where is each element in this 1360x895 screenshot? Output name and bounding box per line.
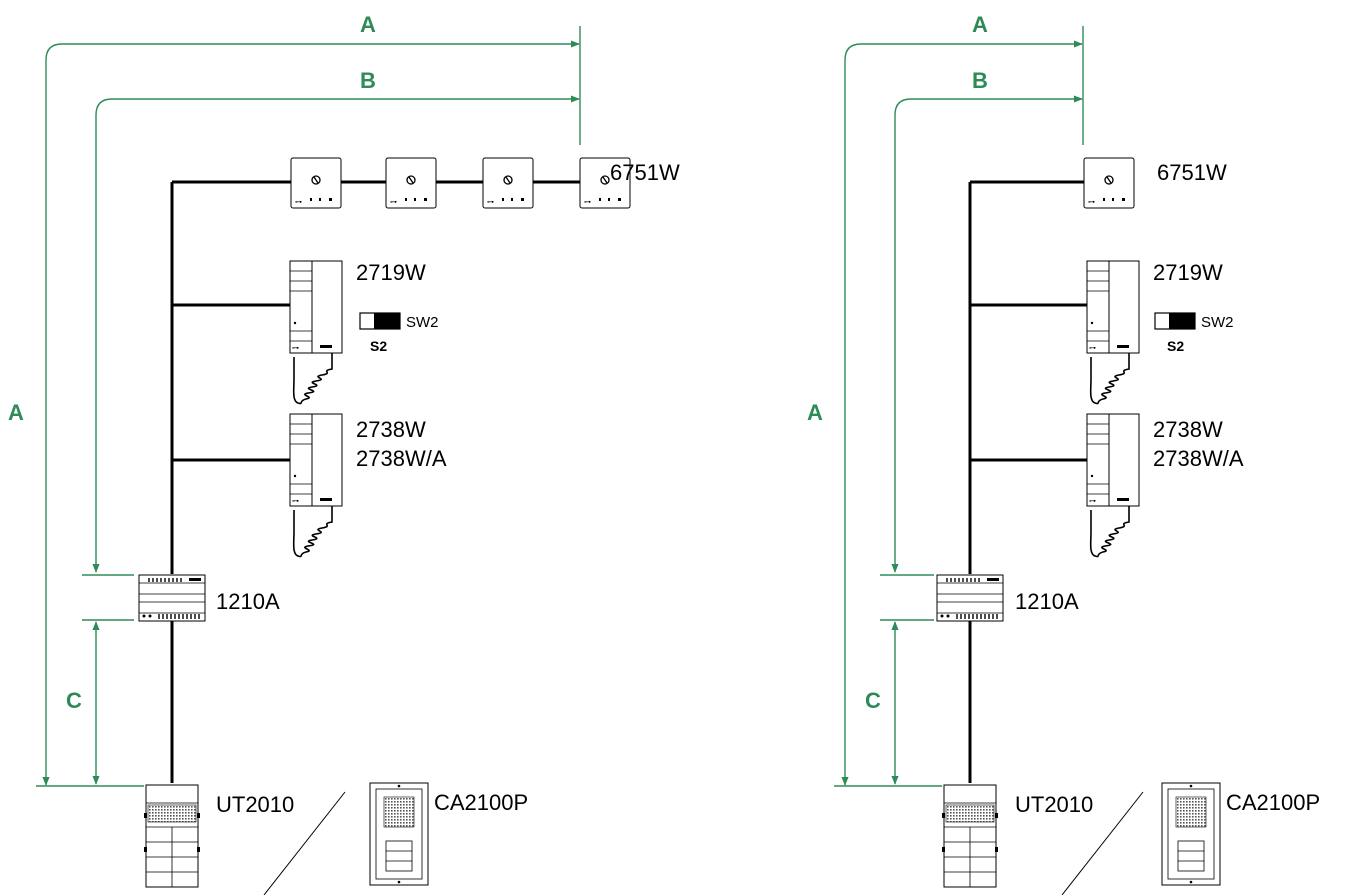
right-monitor bbox=[1083, 157, 1135, 209]
left-entrance-panel bbox=[143, 784, 201, 888]
left-label-handset2-line2: 2738W/A bbox=[356, 446, 447, 471]
left-label-power: 1210A bbox=[216, 589, 280, 614]
right-dim-a-top-label: A bbox=[972, 12, 988, 37]
right-entrance-panel bbox=[941, 784, 999, 888]
left-power-supply bbox=[138, 574, 206, 622]
left-monitor-1 bbox=[290, 157, 342, 209]
right-dim-c-label: C bbox=[865, 688, 881, 713]
left-dimension-lines: A B A C bbox=[8, 12, 581, 787]
right-label-power: 1210A bbox=[1015, 589, 1079, 614]
right-label-handset2-line2: 2738W/A bbox=[1153, 446, 1244, 471]
left-diagram: A B A C 6751W 2719W SW2 bbox=[8, 12, 680, 895]
right-wiring bbox=[968, 180, 1087, 783]
right-dimension-lines: A B A C bbox=[807, 12, 1084, 787]
left-dim-c-label: C bbox=[66, 688, 82, 713]
left-label-switch: SW2 bbox=[406, 314, 439, 331]
left-wiring bbox=[170, 180, 580, 783]
right-handset-2738w bbox=[1086, 413, 1140, 558]
right-switch-sw2 bbox=[1154, 312, 1196, 330]
right-label-switch: SW2 bbox=[1201, 314, 1234, 331]
right-dim-a-side-label: A bbox=[807, 400, 823, 425]
left-monitor-3 bbox=[482, 157, 534, 209]
right-label-panel: UT2010 bbox=[1015, 792, 1093, 817]
left-label-monitor: 6751W bbox=[610, 160, 680, 185]
left-dim-a-side-label: A bbox=[8, 400, 24, 425]
left-handset-2719w bbox=[289, 260, 343, 405]
right-label-alt-panel: CA2100P bbox=[1226, 790, 1320, 815]
left-label-switch-ref: S2 bbox=[370, 338, 387, 354]
left-label-alt-panel: CA2100P bbox=[434, 790, 528, 815]
right-diagram: A B A C 6751W 2719W SW2 S2 2738W 2738W/A… bbox=[807, 12, 1320, 895]
left-dim-b-label: B bbox=[360, 68, 376, 93]
right-label-handset1: 2719W bbox=[1153, 260, 1223, 285]
left-label-handset2-line1: 2738W bbox=[356, 417, 426, 442]
left-or-divider bbox=[263, 791, 346, 895]
left-label-handset1: 2719W bbox=[356, 260, 426, 285]
right-alt-panel bbox=[1161, 782, 1221, 886]
left-switch-sw2 bbox=[359, 312, 401, 330]
left-monitor-2 bbox=[385, 157, 437, 209]
left-label-panel: UT2010 bbox=[216, 792, 294, 817]
right-label-handset2-line1: 2738W bbox=[1153, 417, 1223, 442]
left-handset-2738w bbox=[289, 413, 343, 558]
right-label-switch-ref: S2 bbox=[1167, 338, 1184, 354]
right-or-divider bbox=[1061, 791, 1144, 895]
left-dim-a-top-label: A bbox=[360, 12, 376, 37]
left-alt-panel bbox=[369, 782, 429, 886]
right-power-supply bbox=[936, 574, 1004, 622]
right-dim-b-label: B bbox=[972, 68, 988, 93]
right-handset-2719w bbox=[1086, 260, 1140, 405]
right-label-monitor: 6751W bbox=[1157, 160, 1227, 185]
